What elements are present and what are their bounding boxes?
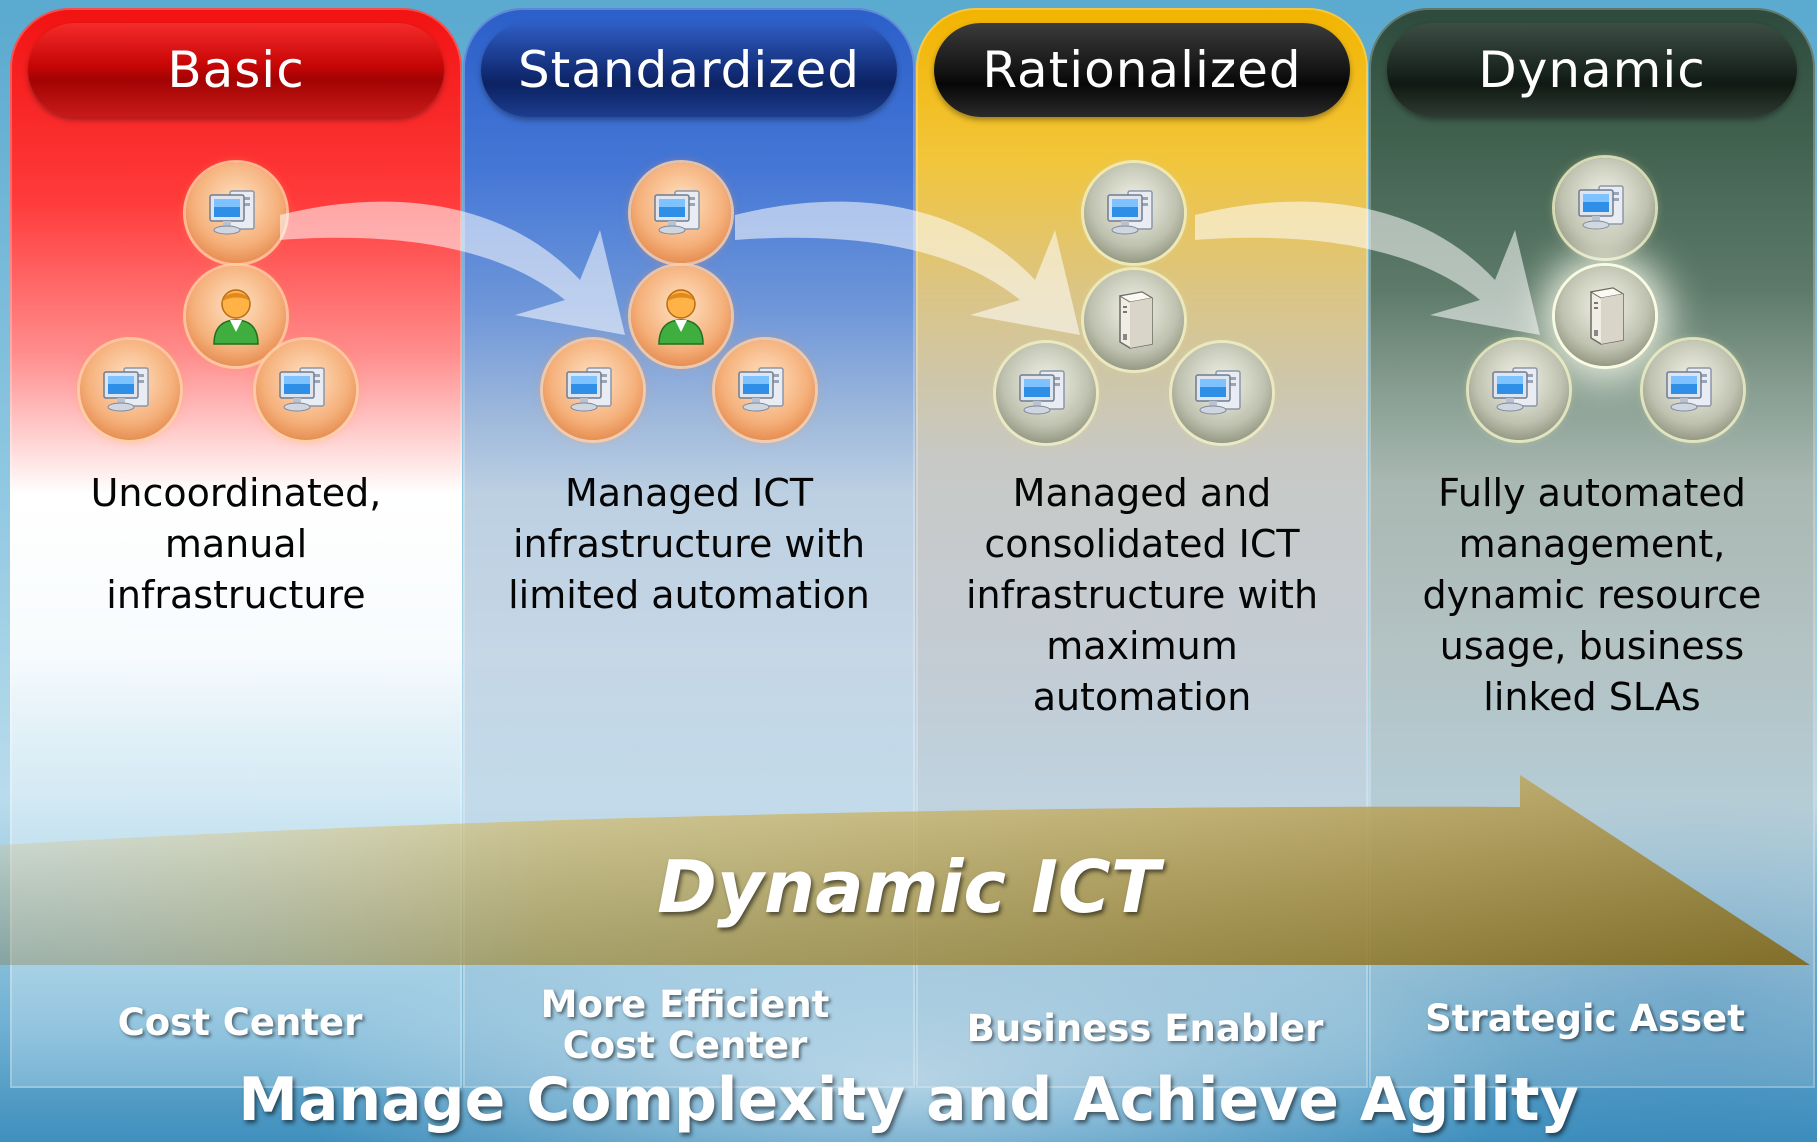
value-label-standardized: More Efficient Cost Center [485, 984, 885, 1066]
headline: Manage Complexity and Achieve Agility [238, 1065, 1579, 1135]
icon-cluster-rationalized [916, 148, 1368, 468]
value-label-dynamic: Strategic Asset [1380, 998, 1790, 1039]
description-line: usage, business [1439, 624, 1745, 668]
icon-cluster-standardized [463, 148, 915, 468]
description-line: infrastructure [106, 573, 366, 617]
dynamic-ict-arrow [0, 775, 1810, 965]
computer-icon [1172, 343, 1272, 443]
stage-column-dynamic: Dynamic Fully automated management, dyna… [1369, 8, 1815, 1088]
description-line: Uncoordinated, [90, 471, 382, 515]
server-icon [1084, 270, 1184, 370]
description-line: Fully automated [1438, 471, 1746, 515]
value-label-line: More Efficient [540, 983, 830, 1026]
computer-icon [1643, 340, 1743, 440]
value-label-basic: Cost Center [40, 1002, 440, 1043]
stage-title-rationalized: Rationalized [934, 23, 1350, 117]
stage-description-standardized: Managed ICT infrastructure with limited … [473, 468, 905, 621]
curved-arrow-icon [280, 201, 625, 335]
stage-description-rationalized: Managed and consolidated ICT infrastruct… [926, 468, 1358, 723]
stage-description-dynamic: Fully automated management, dynamic reso… [1379, 468, 1805, 723]
computer-icon [631, 163, 731, 263]
icon-cluster-basic [10, 148, 462, 468]
value-label-line: Cost Center [562, 1024, 808, 1067]
icon-cluster-dynamic [1369, 148, 1815, 468]
stage-title-dynamic: Dynamic [1387, 23, 1797, 117]
description-line: infrastructure with [512, 522, 866, 566]
user-icon [631, 266, 731, 366]
description-line: linked SLAs [1483, 675, 1701, 719]
description-line: automation [1032, 675, 1252, 719]
description-line: manual [164, 522, 308, 566]
user-icon [186, 266, 286, 366]
computer-icon [996, 343, 1096, 443]
value-label-line: Strategic Asset [1425, 997, 1745, 1040]
description-line: Managed and [1012, 471, 1272, 515]
value-label-rationalized: Business Enabler [935, 1008, 1355, 1049]
description-line: management, [1458, 522, 1726, 566]
computer-icon [1469, 340, 1569, 440]
stage-title-standardized: Standardized [481, 23, 897, 117]
value-label-line: Business Enabler [966, 1007, 1324, 1050]
description-line: limited automation [508, 573, 870, 617]
value-label-line: Cost Center [117, 1001, 363, 1044]
computer-icon [715, 340, 815, 440]
arrow-label: Dynamic ICT [657, 845, 1160, 929]
computer-icon [256, 340, 356, 440]
computer-icon [1084, 163, 1184, 263]
computer-icon [1555, 158, 1655, 258]
description-line: dynamic resource [1422, 573, 1762, 617]
stage-description-basic: Uncoordinated, manual infrastructure [20, 468, 452, 621]
curved-arrow-icon [1195, 201, 1540, 335]
computer-icon [186, 163, 286, 263]
server-icon [1555, 266, 1655, 366]
description-line: infrastructure with [965, 573, 1319, 617]
computer-icon [543, 340, 643, 440]
stage-title-basic: Basic [28, 23, 444, 117]
description-line: Managed ICT [564, 471, 814, 515]
computer-icon [80, 340, 180, 440]
description-line: maximum [1046, 624, 1238, 668]
curved-arrow-icon [735, 201, 1080, 335]
description-line: consolidated ICT [984, 522, 1300, 566]
